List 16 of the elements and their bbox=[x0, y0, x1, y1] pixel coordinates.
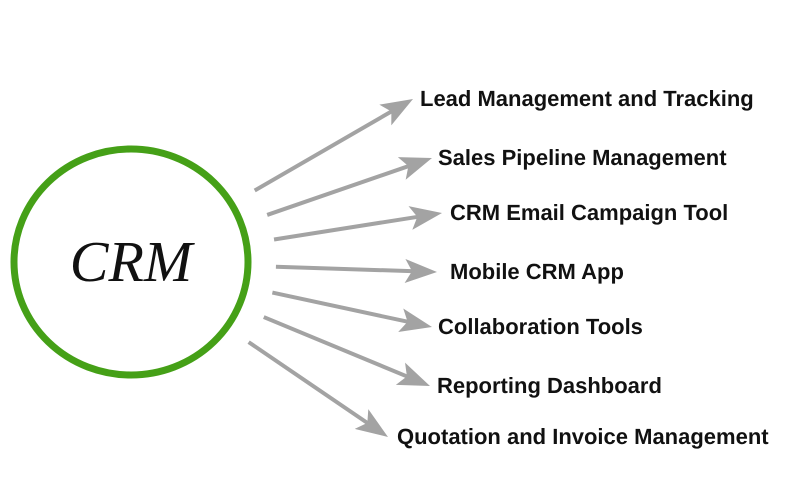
feature-label: Quotation and Invoice Management bbox=[397, 422, 769, 452]
circle-label: CRM bbox=[70, 230, 192, 294]
arrow bbox=[276, 258, 438, 283]
feature-label: Reporting Dashboard bbox=[437, 371, 662, 401]
arrow bbox=[248, 340, 390, 439]
arrow bbox=[266, 156, 433, 217]
arrow bbox=[272, 290, 432, 332]
feature-label: Mobile CRM App bbox=[450, 257, 624, 287]
circle-node bbox=[10, 145, 252, 379]
arrow bbox=[274, 206, 442, 242]
feature-label: Collaboration Tools bbox=[438, 312, 643, 342]
arrow bbox=[263, 315, 431, 388]
feature-label: Lead Management and Tracking bbox=[420, 84, 754, 114]
arrow bbox=[254, 97, 414, 192]
feature-label: Sales Pipeline Management bbox=[438, 143, 727, 173]
feature-label: CRM Email Campaign Tool bbox=[450, 198, 728, 228]
